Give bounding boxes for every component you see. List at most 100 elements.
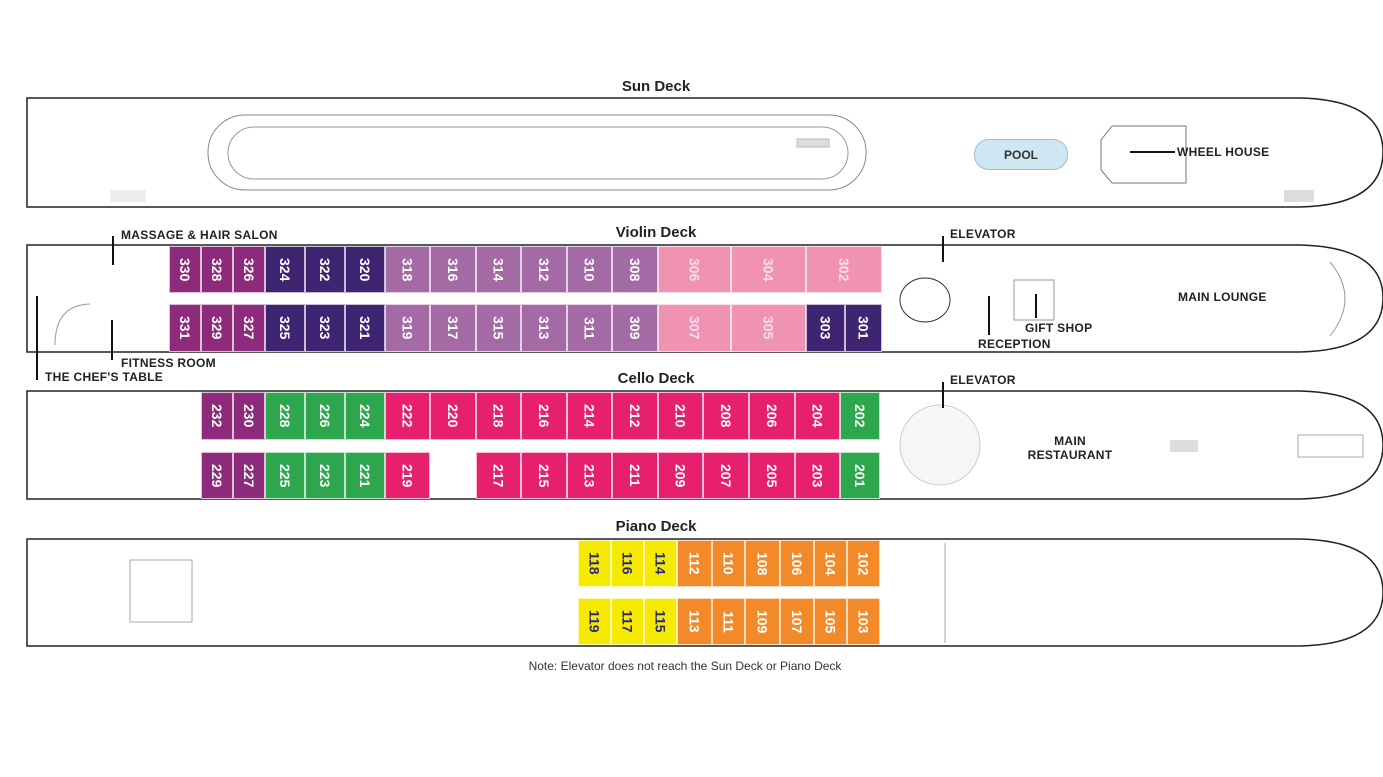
cabin-201[interactable]: 201 [840,452,880,499]
cabin-107[interactable]: 107 [780,598,814,645]
cabin-number: 111 [720,610,737,633]
cabin-104[interactable]: 104 [814,540,847,587]
cabin-311[interactable]: 311 [567,304,612,352]
cabin-220[interactable]: 220 [430,392,476,440]
cabin-316[interactable]: 316 [430,246,476,293]
cabin-328[interactable]: 328 [201,246,233,293]
cabin-number: 325 [277,316,293,340]
cabin-315[interactable]: 315 [476,304,521,352]
cabin-203[interactable]: 203 [795,452,840,499]
cabin-209[interactable]: 209 [658,452,703,499]
cabin-213[interactable]: 213 [567,452,612,499]
cabin-330[interactable]: 330 [169,246,201,293]
cabin-228[interactable]: 228 [265,392,305,440]
cabin-number: 112 [686,552,703,575]
cabin-331[interactable]: 331 [169,304,201,352]
cabin-217[interactable]: 217 [476,452,521,499]
cabin-number: 202 [852,404,868,428]
cabin-207[interactable]: 207 [703,452,749,499]
cabin-226[interactable]: 226 [305,392,345,440]
cabin-230[interactable]: 230 [233,392,265,440]
cabin-212[interactable]: 212 [612,392,658,440]
cabin-306[interactable]: 306 [658,246,731,293]
cabin-326[interactable]: 326 [233,246,265,293]
cabin-221[interactable]: 221 [345,452,385,499]
cabin-325[interactable]: 325 [265,304,305,352]
cabin-number: 219 [399,463,416,488]
cabin-224[interactable]: 224 [345,392,385,440]
cabin-303[interactable]: 303 [806,304,845,352]
cabin-113[interactable]: 113 [677,598,712,645]
cabin-number: 203 [809,463,826,488]
cabin-202[interactable]: 202 [840,392,880,440]
cabin-229[interactable]: 229 [201,452,233,499]
cabin-115[interactable]: 115 [644,598,677,645]
cabin-309[interactable]: 309 [612,304,658,352]
cabin-232[interactable]: 232 [201,392,233,440]
cabin-102[interactable]: 102 [847,540,880,587]
cabin-322[interactable]: 322 [305,246,345,293]
cabin-318[interactable]: 318 [385,246,430,293]
cabin-119[interactable]: 119 [578,598,611,645]
cabin-312[interactable]: 312 [521,246,567,293]
cabin-324[interactable]: 324 [265,246,305,293]
cabin-number: 116 [619,552,636,575]
cabin-304[interactable]: 304 [731,246,806,293]
cabin-211[interactable]: 211 [612,452,658,499]
cabin-225[interactable]: 225 [265,452,305,499]
cabin-317[interactable]: 317 [430,304,476,352]
cello-elevator-label: ELEVATOR [950,373,1016,387]
cabin-108[interactable]: 108 [745,540,780,587]
elevator-label: ELEVATOR [950,227,1016,241]
cabin-117[interactable]: 117 [611,598,644,645]
cabin-number: 214 [581,404,598,428]
cabin-206[interactable]: 206 [749,392,795,440]
cabin-112[interactable]: 112 [677,540,712,587]
cabin-number: 210 [672,404,689,428]
cabin-308[interactable]: 308 [612,246,658,293]
cabin-number: 313 [536,316,552,340]
cabin-216[interactable]: 216 [521,392,567,440]
cabin-323[interactable]: 323 [305,304,345,352]
cabin-214[interactable]: 214 [567,392,612,440]
cabin-number: 218 [490,404,507,428]
cabin-307[interactable]: 307 [658,304,731,352]
cabin-103[interactable]: 103 [847,598,880,645]
cabin-205[interactable]: 205 [749,452,795,499]
cabin-219[interactable]: 219 [385,452,430,499]
cabin-208[interactable]: 208 [703,392,749,440]
cabin-number: 301 [855,316,872,340]
reception-label: RECEPTION [978,337,1051,351]
cabin-319[interactable]: 319 [385,304,430,352]
cabin-number: 207 [718,463,734,488]
cabin-110[interactable]: 110 [712,540,745,587]
cabin-105[interactable]: 105 [814,598,847,645]
sun-deck-track [207,114,867,191]
cabin-314[interactable]: 314 [476,246,521,293]
cabin-210[interactable]: 210 [658,392,703,440]
chefs-table-label: THE CHEF'S TABLE [45,370,164,384]
cabin-number: 205 [764,463,780,488]
cabin-218[interactable]: 218 [476,392,521,440]
restaurant-label-2: RESTAURANT [1027,448,1113,462]
cabin-204[interactable]: 204 [795,392,840,440]
cabin-222[interactable]: 222 [385,392,430,440]
cabin-223[interactable]: 223 [305,452,345,499]
cabin-118[interactable]: 118 [578,540,611,587]
cabin-301[interactable]: 301 [845,304,882,352]
cabin-227[interactable]: 227 [233,452,265,499]
cabin-215[interactable]: 215 [521,452,567,499]
cabin-313[interactable]: 313 [521,304,567,352]
cabin-329[interactable]: 329 [201,304,233,352]
cabin-321[interactable]: 321 [345,304,385,352]
cabin-302[interactable]: 302 [806,246,882,293]
cabin-320[interactable]: 320 [345,246,385,293]
cabin-111[interactable]: 111 [712,598,745,645]
cabin-305[interactable]: 305 [731,304,806,352]
cabin-327[interactable]: 327 [233,304,265,352]
cabin-114[interactable]: 114 [644,540,677,587]
cabin-116[interactable]: 116 [611,540,644,587]
cabin-106[interactable]: 106 [780,540,814,587]
cabin-109[interactable]: 109 [745,598,780,645]
cabin-310[interactable]: 310 [567,246,612,293]
